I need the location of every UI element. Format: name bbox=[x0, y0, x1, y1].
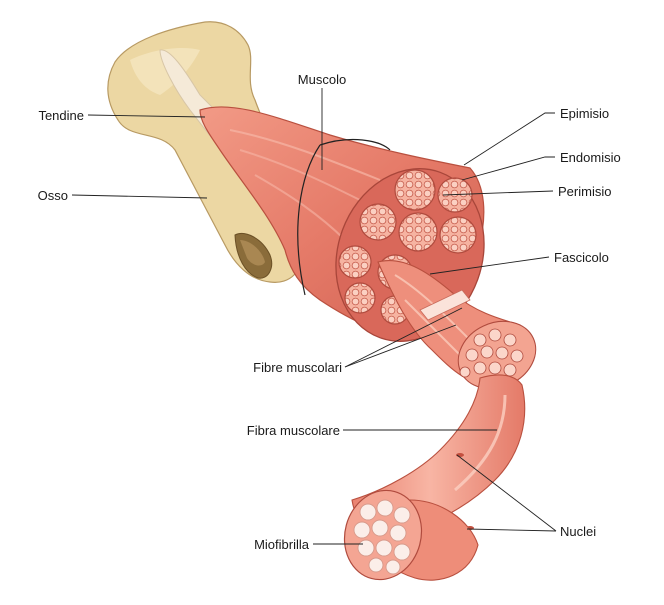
leader-osso bbox=[72, 195, 207, 198]
muscle-fiber bbox=[335, 375, 525, 588]
label-nuclei: Nuclei bbox=[560, 524, 596, 539]
label-miofibrilla: Miofibrilla bbox=[254, 537, 310, 552]
label-fibre-muscolari: Fibre muscolari bbox=[253, 360, 342, 375]
label-endomisio: Endomisio bbox=[560, 150, 621, 165]
label-osso: Osso bbox=[38, 188, 68, 203]
leader-endomisio bbox=[462, 157, 555, 180]
label-fibra-muscolare: Fibra muscolare bbox=[247, 423, 340, 438]
label-fascicolo: Fascicolo bbox=[554, 250, 609, 265]
label-perimisio: Perimisio bbox=[558, 184, 611, 199]
leader-epimisio bbox=[464, 113, 555, 165]
label-epimisio: Epimisio bbox=[560, 106, 609, 121]
label-tendine: Tendine bbox=[38, 108, 84, 123]
leader-nuclei-2 bbox=[467, 529, 556, 531]
label-muscolo: Muscolo bbox=[298, 72, 346, 87]
